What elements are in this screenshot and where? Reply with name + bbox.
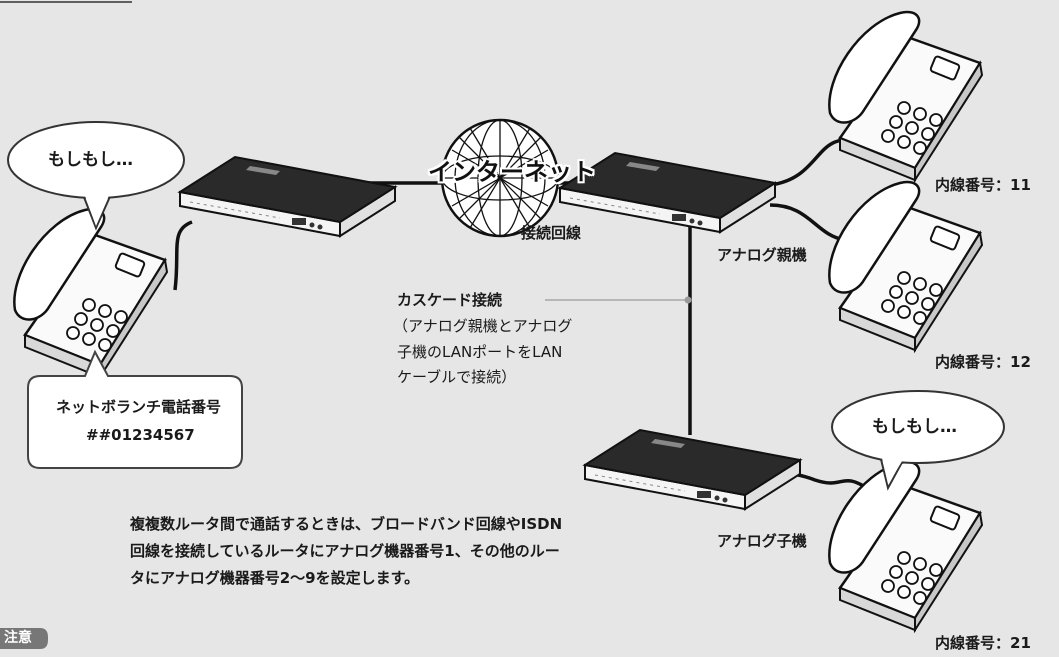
caller-speech-bubble <box>7 121 185 231</box>
receiver-bubble-text: もしもし… <box>872 417 957 437</box>
connection-line-label: 接続回線 <box>521 224 582 242</box>
receiver-speech-bubble <box>831 390 1005 491</box>
caution-tag-label: 注意 <box>4 630 32 646</box>
analog-parent-label: アナログ親機 <box>717 246 807 264</box>
cascade-leader-line <box>545 296 692 304</box>
extension-11-label: 内線番号：11 <box>935 176 1031 194</box>
extension-21-label: 内線番号：21 <box>935 634 1031 652</box>
internet-globe-icon <box>440 118 560 238</box>
router-left-icon <box>179 156 396 237</box>
caution-tag-shape <box>0 628 48 649</box>
router-child-icon <box>584 429 801 510</box>
caller-bubble-text: もしもし… <box>48 150 133 170</box>
note-line-1: 複複数ルータ間で通話するときは、ブロードバンド回線やISDN <box>130 515 563 533</box>
extension-21-telephone-icon <box>828 460 984 632</box>
netbranch-callout-number: ##01234567 <box>86 426 195 444</box>
extension-12-telephone-icon <box>828 180 984 352</box>
note-line-3: タにアナログ機器番号2～9を設定します。 <box>130 569 420 587</box>
note-line-2: 回線を接続しているルータにアナログ機器番号1、その他のルー <box>130 542 560 560</box>
caller-telephone-icon <box>13 207 169 379</box>
extension-12-label: 内線番号：12 <box>935 353 1031 371</box>
analog-child-label: アナログ子機 <box>717 532 807 550</box>
cascade-detail-line-1: （アナログ親機とアナログ <box>393 317 573 335</box>
cascade-detail-line-3: ケーブルで接続） <box>397 368 517 386</box>
cascade-label: カスケード接続 <box>397 291 503 309</box>
internet-label: インターネット <box>428 158 596 186</box>
netbranch-number-callout <box>27 349 243 469</box>
netbranch-callout-title: ネットボランチ電話番号 <box>56 398 222 416</box>
extension-11-telephone-icon <box>828 10 984 182</box>
cascade-detail-line-2: 子機のLANポートをLAN <box>397 343 563 361</box>
